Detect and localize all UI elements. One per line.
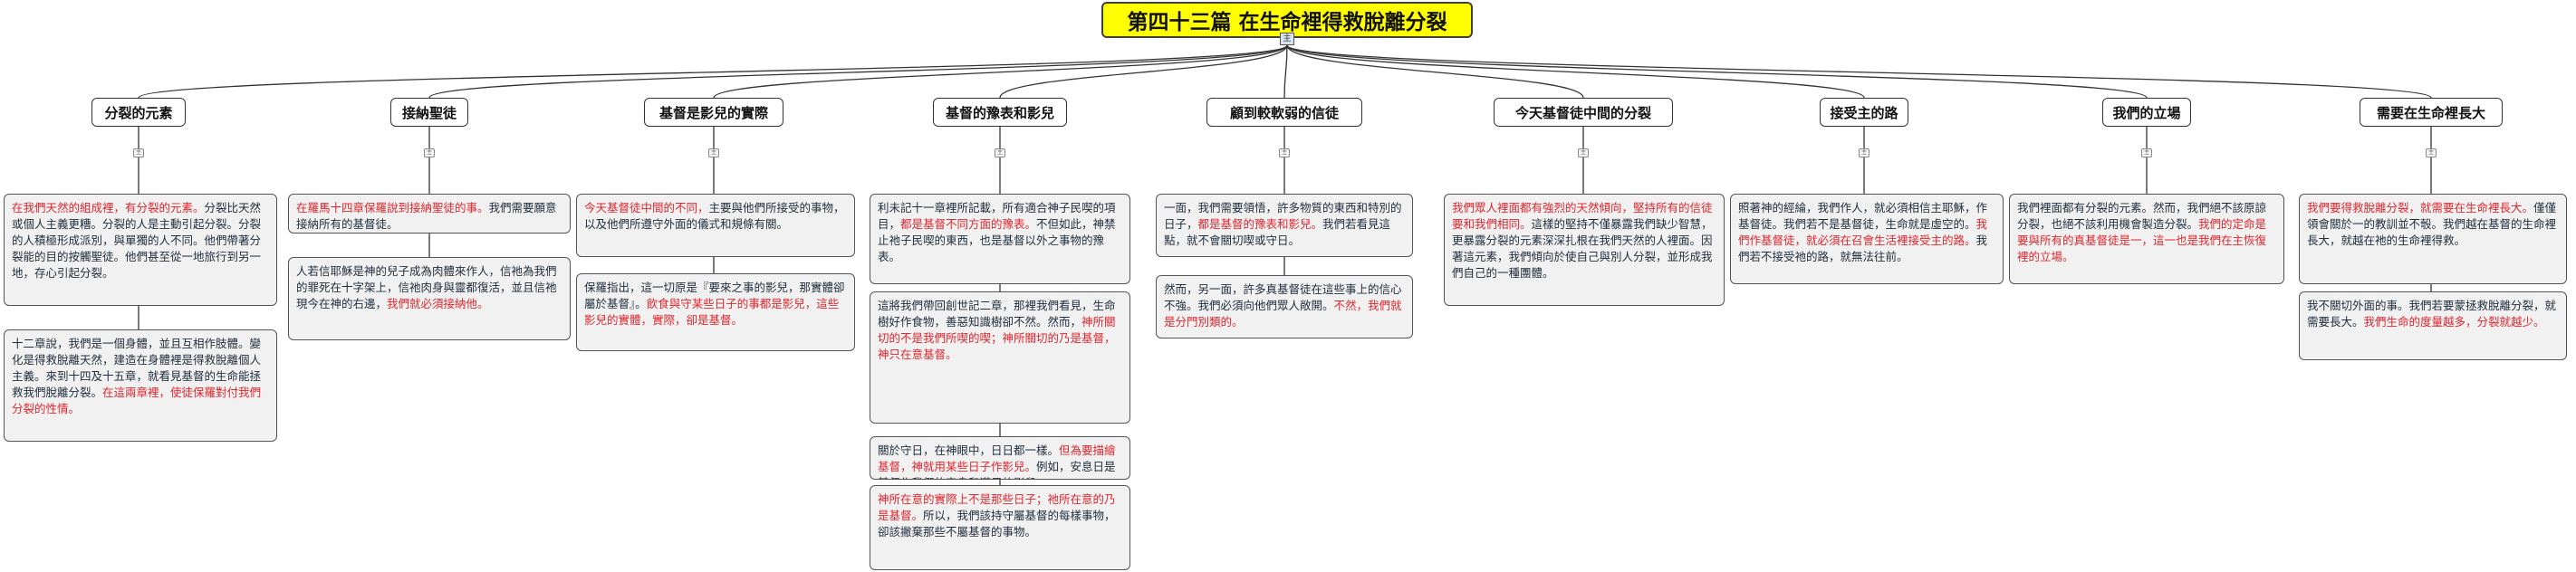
note-text: 保羅指出，這一切原是『要來之事的影兒，那實體卻屬於基督』。 [584,281,845,310]
note-box: 我們眾人裡面都有強烈的天然傾向，堅持所有的信徒要和我們相同。這樣的堅持不僅暴露我… [1444,194,1725,306]
highlight-text: 都是基督的豫表和影兒。 [1197,217,1323,231]
note-text: 利未記十一章裡所記載，所有適合神子民喫的項目， [878,201,1116,231]
note-box: 保羅指出，這一切原是『要來之事的影兒，那實體卻屬於基督』。飲食與守某些日子的事都… [576,273,855,351]
topic-node[interactable]: 接納聖徒 [390,98,468,127]
highlight-text: 我們要得救脫離分裂，就需要在生命裡長大。 [2307,201,2534,214]
branch-marker: 主 [708,148,719,157]
highlight-text: 不然，我們就是分門別類的。 [1164,299,1402,329]
note-text: 例如，安息日是基督作我們的安息和滿足的影兒。 [878,460,1116,479]
highlight-text: 都是基督不同方面的豫表。 [900,217,1037,231]
topic-node[interactable]: 基督是影兒的實際 [644,98,783,127]
branch-marker: 主 [2141,148,2152,157]
note-box: 照著神的經綸，我們作人，就必須相信主耶穌，作基督徒。我們若不是基督徒，生命就是虛… [1730,194,2004,284]
note-box: 在我們天然的組成裡，有分裂的元素。分裂比天然或個人主義更糟。分裂的人是主動引起分… [4,194,277,306]
topic-node[interactable]: 需要在生命裡長大 [2360,98,2503,127]
topic-node[interactable]: 分裂的元素 [91,98,186,127]
note-text: 照著神的經綸，我們作人，就必須相信主耶穌，作基督徒。我們若不是基督徒，生命就是虛… [1738,201,1988,231]
note-text: 不但如此，神禁止祂子民喫的東西，也是基督以外之事物的豫表。 [878,217,1116,263]
branch-marker: 主 [1578,148,1589,157]
highlight-text: 我們的定命是要與所有的真基督徒是一，這一也是我們在主恢復裡的立場。 [2017,217,2267,263]
note-text: 這將我們帶回創世記二章，那裡我們看見，生命樹好作食物，善惡知識樹卻不然。然而， [878,299,1116,329]
highlight-text: 我們就必須接納他。 [387,297,489,310]
note-text: 我們裡面都有分裂的元素。然而，我們絕不該原諒分裂，也絕不該利用機會製造分裂。 [2017,201,2267,231]
highlight-text: 神所在意的實際上不是那些日子；祂所在意的乃是基督。 [878,492,1116,522]
note-box: 利未記十一章裡所記載，所有適合神子民喫的項目，都是基督不同方面的豫表。不但如此，… [870,194,1130,284]
note-box: 然而，另一面，許多真基督徒在這些事上的信心不強。我們必須向他們眾人敞開。不然，我… [1156,275,1413,338]
note-box: 十二章說，我們是一個身體，並且互相作肢體。變化是得救脫離天然，建造在身體裡是得救… [4,329,277,442]
note-text: 我們若不接受祂的路，就無法往前。 [1738,234,1988,263]
topic-node[interactable]: 顧到較軟弱的信徒 [1206,98,1362,127]
topic-node[interactable]: 接受主的路 [1820,98,1908,127]
note-box: 關於守日，在神眼中，日日都一樣。但為要描繪基督，神就用某些日子作影兒。例如，安息… [870,436,1130,480]
note-text: 主要與他們所接受的事物，以及他們所遵守外面的儀式和規條有關。 [584,201,845,231]
note-text: 我們若看見這點，就不會關切喫或守日。 [1164,217,1391,247]
highlight-text: 我們生命的度量越多，分裂就越少。 [2363,315,2545,329]
note-box: 這將我們帶回創世記二章，那裡我們看見，生命樹好作食物，善惡知識樹卻不然。然而，神… [870,291,1130,424]
branch-marker: 主 [1859,148,1870,157]
note-text: 關於守日，在神眼中，日日都一樣。 [878,443,1060,457]
highlight-text: 在羅馬十四章保羅說到接納聖徒的事。 [296,201,489,214]
note-box: 一面，我們需要領悟，許多物質的東西和特別的日子，都是基督的豫表和影兒。我們若看見… [1156,194,1413,257]
highlight-text: 飲食與守某些日子的事都是影兒，這些影兒的實體，實際，卻是基督。 [584,297,840,327]
branch-curve [1286,44,2432,99]
branch-curve [1283,44,1288,99]
highlight-text: 今天基督徒中間的不同， [584,201,709,214]
note-box: 神所在意的實際上不是那些日子；祂所在意的乃是基督。所以，我們該持守屬基督的每樣事… [870,485,1130,570]
highlight-text: 神所關切的不是我們所喫的喫；神所關切的乃是基督，神只在意基督。 [878,315,1116,361]
note-text: 分裂比天然或個人主義更糟。分裂的人是主動引起分裂。分裂的人積極形成派別，與單獨的… [12,201,262,280]
note-text: 我們需要願意接納所有的基督徒。 [296,201,557,231]
note-text: 所以，我們該持守屬基督的每樣事物，卻該撇棄那些不屬基督的事物。 [878,509,1116,539]
note-text: 人若信耶穌是神的兒子成為肉體來作人，信祂為我們的罪死在十字架上，信祂肉身與靈都復… [296,264,557,310]
highlight-text: 在這兩章裡，使徒保羅對付我們分裂的性情。 [12,386,262,415]
branch-marker: 主 [1279,148,1290,157]
note-box: 今天基督徒中間的不同，主要與他們所接受的事物，以及他們所遵守外面的儀式和規條有關… [576,194,855,257]
branch-curve [713,44,1288,99]
note-box: 人若信耶穌是神的兒子成為肉體來作人，信祂為我們的罪死在十字架上，信祂肉身與靈都復… [288,257,571,340]
highlight-text: 我們眾人裡面都有強烈的天然傾向，堅持所有的信徒要和我們相同。 [1452,201,1713,231]
note-text: 我不關切外面的事。我們若要蒙拯救脫離分裂，就需要長大。 [2307,299,2557,329]
branch-marker: 主 [2426,148,2437,157]
note-text: 然而，另一面，許多真基督徒在這些事上的信心不強。我們必須向他們眾人敞開。 [1164,282,1402,312]
highlight-text: 但為要描繪基督，神就用某些日子作影兒。 [878,443,1116,473]
note-box: 在羅馬十四章保羅說到接納聖徒的事。我們需要願意接納所有的基督徒。 [288,194,571,234]
central-hub-node: 主 [1280,33,1294,45]
branch-curve [1286,44,1865,99]
note-text: 一面，我們需要領悟，許多物質的東西和特別的日子， [1164,201,1402,231]
topic-node[interactable]: 基督的豫表和影兒 [933,98,1067,127]
topic-node[interactable]: 今天基督徒中間的分裂 [1494,98,1673,127]
branch-curve [1286,44,2148,99]
note-text: 這樣的堅持不僅暴露我們缺少智慧，更暴露分裂的元素深深扎根在我們天然的人裡面。因著… [1452,217,1713,280]
note-box: 我不關切外面的事。我們若要蒙拯救脫離分裂，就需要長大。我們生命的度量越多，分裂就… [2299,291,2567,360]
note-text: 僅僅領會關於一的教訓並不彀。我們越在基督的生命裡長大，就越在祂的生命裡得救。 [2307,201,2557,247]
branch-curve [138,44,1288,99]
map-title: 第四十三篇 在生命裡得救脫離分裂 [1101,2,1473,38]
branch-marker: 主 [133,148,144,157]
branch-curve [999,44,1288,99]
highlight-text: 在我們天然的組成裡，有分裂的元素。 [12,201,205,214]
note-box: 我們要得救脫離分裂，就需要在生命裡長大。僅僅領會關於一的教訓並不彀。我們越在基督… [2299,194,2567,284]
branch-marker: 主 [995,148,1005,157]
note-text: 十二章說，我們是一個身體，並且互相作肢體。變化是得救脫離天然，建造在身體裡是得救… [12,337,262,399]
branch-curve [428,44,1288,99]
topic-node[interactable]: 我們的立場 [2102,98,2191,127]
branch-curve [1286,44,1584,99]
branch-marker: 主 [424,148,435,157]
highlight-text: 我們作基督徒，就必須在召會生活裡接受主的路。 [1738,217,1988,247]
note-box: 我們裡面都有分裂的元素。然而，我們絕不該原諒分裂，也絕不該利用機會製造分裂。我們… [2009,194,2284,284]
